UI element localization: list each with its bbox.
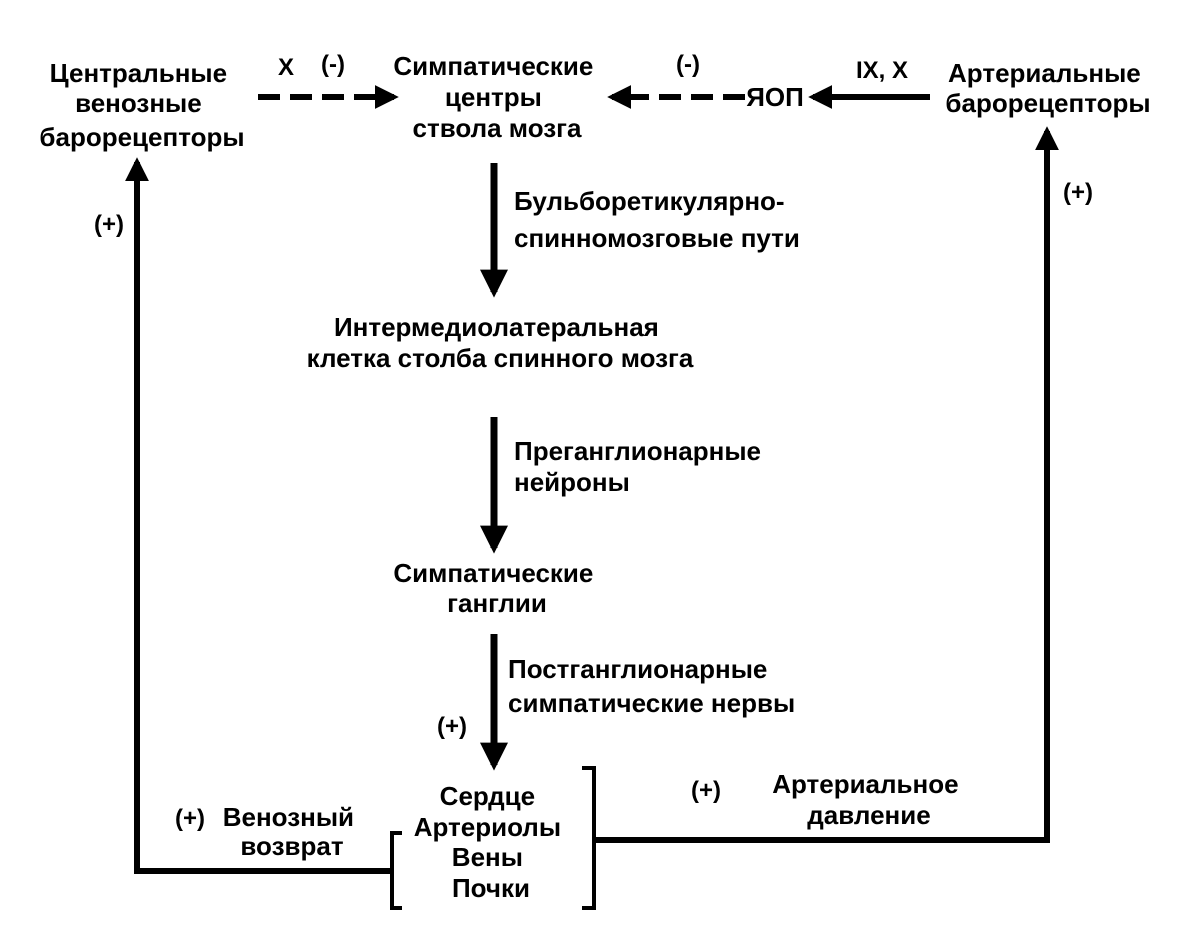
- nts-label: ЯОП: [746, 82, 804, 112]
- effector-bracket-right: [582, 766, 596, 910]
- nerve-ix-x-label: IX, X: [856, 57, 908, 84]
- arterial-baroreceptors-label: Артериальные барорецепторы: [945, 58, 1150, 118]
- effector-organs-label: Сердце Артериолы Вены Почки: [414, 781, 569, 903]
- central-venous-inhibitory-sign: (-): [321, 51, 345, 78]
- nerve-x-label: X: [278, 54, 294, 81]
- sympathetic-centers-label: Симпатические центры ствола мозга: [393, 51, 600, 143]
- bulboreticular-pathway-label: Бульборетикулярно- спинномозговые пути: [514, 186, 800, 253]
- effector-bracket-left: [390, 831, 402, 910]
- preganglionic-neurons-label: Преганглионарные нейроны: [514, 436, 768, 497]
- central-venous-excitatory-sign: (+): [94, 211, 124, 238]
- postganglionic-nerves-label: Постганглионарные симпатические нервы: [508, 654, 795, 718]
- sympathetic-ganglia-label: Симпатические ганглии: [393, 558, 600, 618]
- venous-return-feedback-arrow: [125, 157, 392, 874]
- postganglionic-excitatory-sign: (+): [437, 713, 467, 740]
- arterial-pressure-excitatory-sign: (+): [691, 777, 721, 804]
- arterial-pressure-label: Артериальное давление: [772, 769, 966, 830]
- venous-return-excitatory-sign: (+): [175, 805, 205, 832]
- intermediolateral-column-label: Интермедиолатеральная клетка столба спин…: [307, 312, 694, 373]
- venous-return-label: Венозный возврат: [223, 802, 362, 861]
- arterial-baro-excitatory-sign: (+): [1063, 179, 1093, 206]
- nts-inhibitory-sign: (-): [676, 51, 700, 78]
- arterial-pressure-feedback-arrow: [594, 126, 1059, 843]
- central-venous-baroreceptors-label: Центральные венозные барорецепторы: [39, 58, 244, 152]
